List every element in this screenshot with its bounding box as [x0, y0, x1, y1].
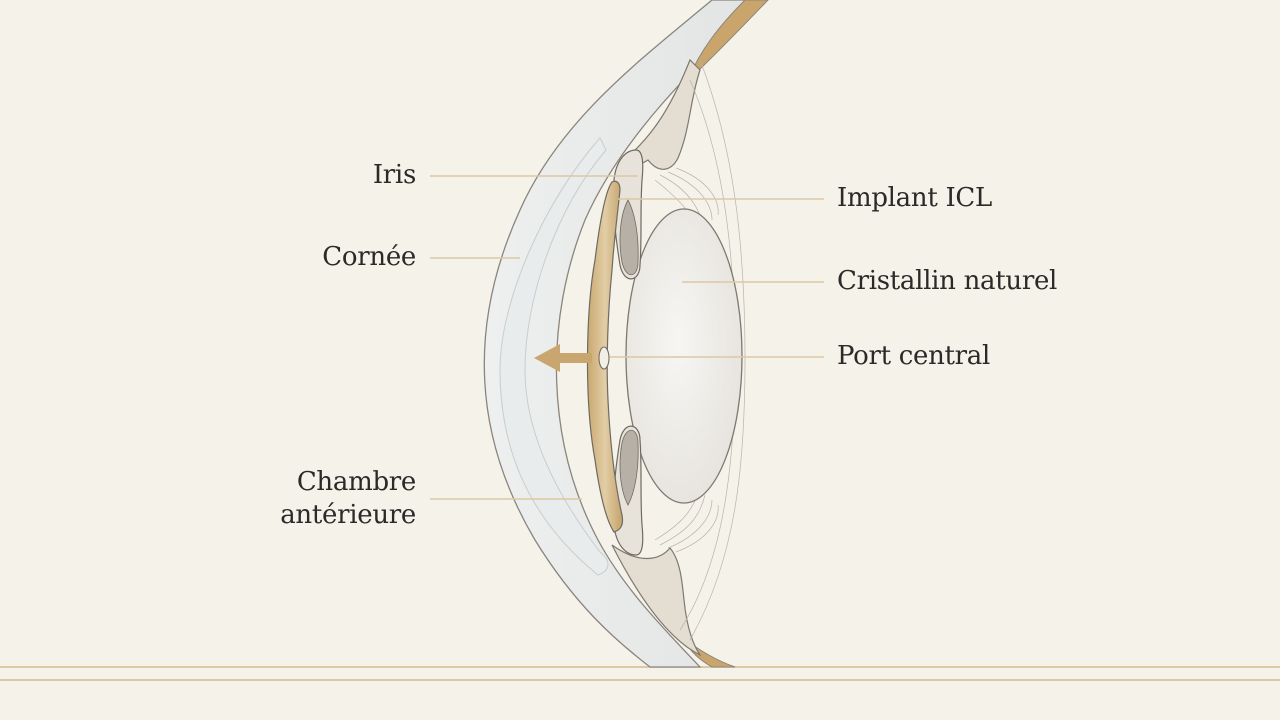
label-cornee: Cornée [322, 242, 416, 272]
cornea-inner [499, 137, 609, 576]
label-cristallin-naturel: Cristallin naturel [837, 266, 1058, 296]
iris-top-grey [619, 199, 639, 276]
label-chambre-line2: antérieure [280, 500, 416, 530]
flow-arrow [534, 344, 592, 372]
natural-lens [625, 208, 743, 504]
label-chambre-line1: Chambre [296, 467, 416, 497]
iris-bottom-grey [619, 429, 639, 506]
label-chambre-anterieure: Chambre antérieure [280, 466, 416, 532]
ciliary-bottom [611, 544, 702, 657]
label-iris: Iris [372, 160, 416, 190]
label-port-central: Port central [837, 341, 991, 371]
central-port [598, 346, 610, 370]
label-implant-icl: Implant ICL [837, 183, 992, 213]
ciliary-top [616, 58, 701, 170]
leader-lines [430, 175, 824, 500]
